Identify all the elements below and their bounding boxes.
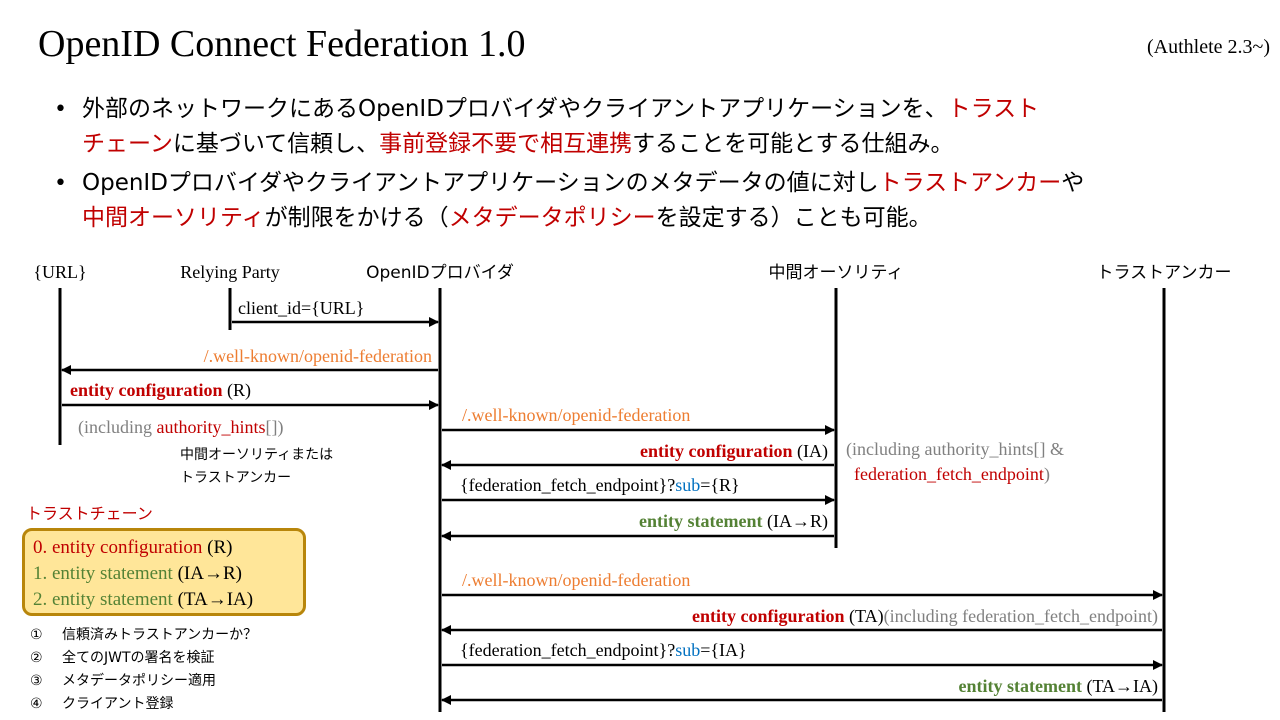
bullet-item: 外部のネットワークにあるOpenIDプロバイダやクライアントアプリケーションを、… — [50, 92, 1250, 162]
bullet-list: 外部のネットワークにあるOpenIDプロバイダやクライアントアプリケーションを、… — [50, 92, 1250, 240]
message-label: client_id={URL} — [238, 298, 364, 318]
message-label: {federation_fetch_endpoint}?sub={IA} — [460, 640, 747, 660]
message-label: entity statement (IA→R) — [639, 511, 828, 532]
bullet-text: や — [1061, 170, 1085, 196]
bullet-highlight: 事前登録不要で相互連携 — [379, 131, 633, 157]
bullet-text: することを可能とする仕組み。 — [632, 131, 954, 157]
message-note: トラストアンカー — [180, 470, 291, 486]
bullet-text: を設定する）ことも可能。 — [655, 205, 932, 231]
bullet-highlight: トラスト — [947, 96, 1040, 122]
message-label: entity statement (TA→IA) — [958, 676, 1158, 697]
participant-rp: Relying Party — [180, 262, 280, 282]
bullet-text: 外部のネットワークにあるOpenIDプロバイダやクライアントアプリケーションを、 — [82, 96, 948, 122]
trust-chain-box: 0. entity configuration (R) 1. entity st… — [22, 528, 306, 616]
bullet-item: OpenIDプロバイダやクライアントアプリケーションのメタデータの値に対しトラス… — [50, 166, 1250, 236]
participant-op: OpenIDプロバイダ — [366, 263, 514, 283]
trust-chain-item: 1. entity statement (IA→R) — [33, 563, 242, 584]
bullet-text: OpenIDプロバイダやクライアントアプリケーションのメタデータの値に対し — [82, 170, 879, 196]
message-label: entity configuration (R) — [70, 380, 251, 401]
bullet-highlight: チェーン — [82, 131, 173, 157]
message-label: entity configuration (TA)(including fede… — [692, 606, 1158, 627]
trust-chain-item: 2. entity statement (TA→IA) — [33, 589, 254, 610]
participant-ta: トラストアンカー — [1097, 263, 1232, 283]
message-label: /.well-known/openid-federation — [462, 405, 690, 425]
message-label: /.well-known/openid-federation — [204, 346, 432, 366]
version-label: (Authlete 2.3~) — [1146, 36, 1270, 58]
bullet-text: が制限をかける（ — [264, 205, 449, 231]
message-note: 中間オーソリティまたは — [180, 447, 333, 463]
bullet-highlight: メタデータポリシー — [448, 205, 656, 231]
page-title: OpenID Connect Federation 1.0 — [38, 23, 526, 65]
trust-chain-item: 0. entity configuration (R) — [33, 537, 233, 558]
message-label: entity configuration (IA) — [640, 441, 828, 462]
participant-ia: 中間オーソリティ — [769, 263, 904, 283]
participant-url: {URL} — [33, 262, 86, 282]
message-note: federation_fetch_endpoint) — [854, 464, 1050, 485]
message-label: {federation_fetch_endpoint}?sub={R} — [460, 475, 740, 495]
bullet-highlight: 中間オーソリティ — [82, 205, 265, 231]
message-note: (including authority_hints[] & — [846, 439, 1064, 460]
message-note: (including authority_hints[]) — [78, 417, 283, 438]
bullet-text: に基づいて信頼し、 — [172, 131, 380, 157]
bullet-highlight: トラストアンカー — [878, 170, 1062, 196]
trust-chain-title: トラストチェーン — [26, 504, 153, 523]
message-label: /.well-known/openid-federation — [462, 570, 690, 590]
